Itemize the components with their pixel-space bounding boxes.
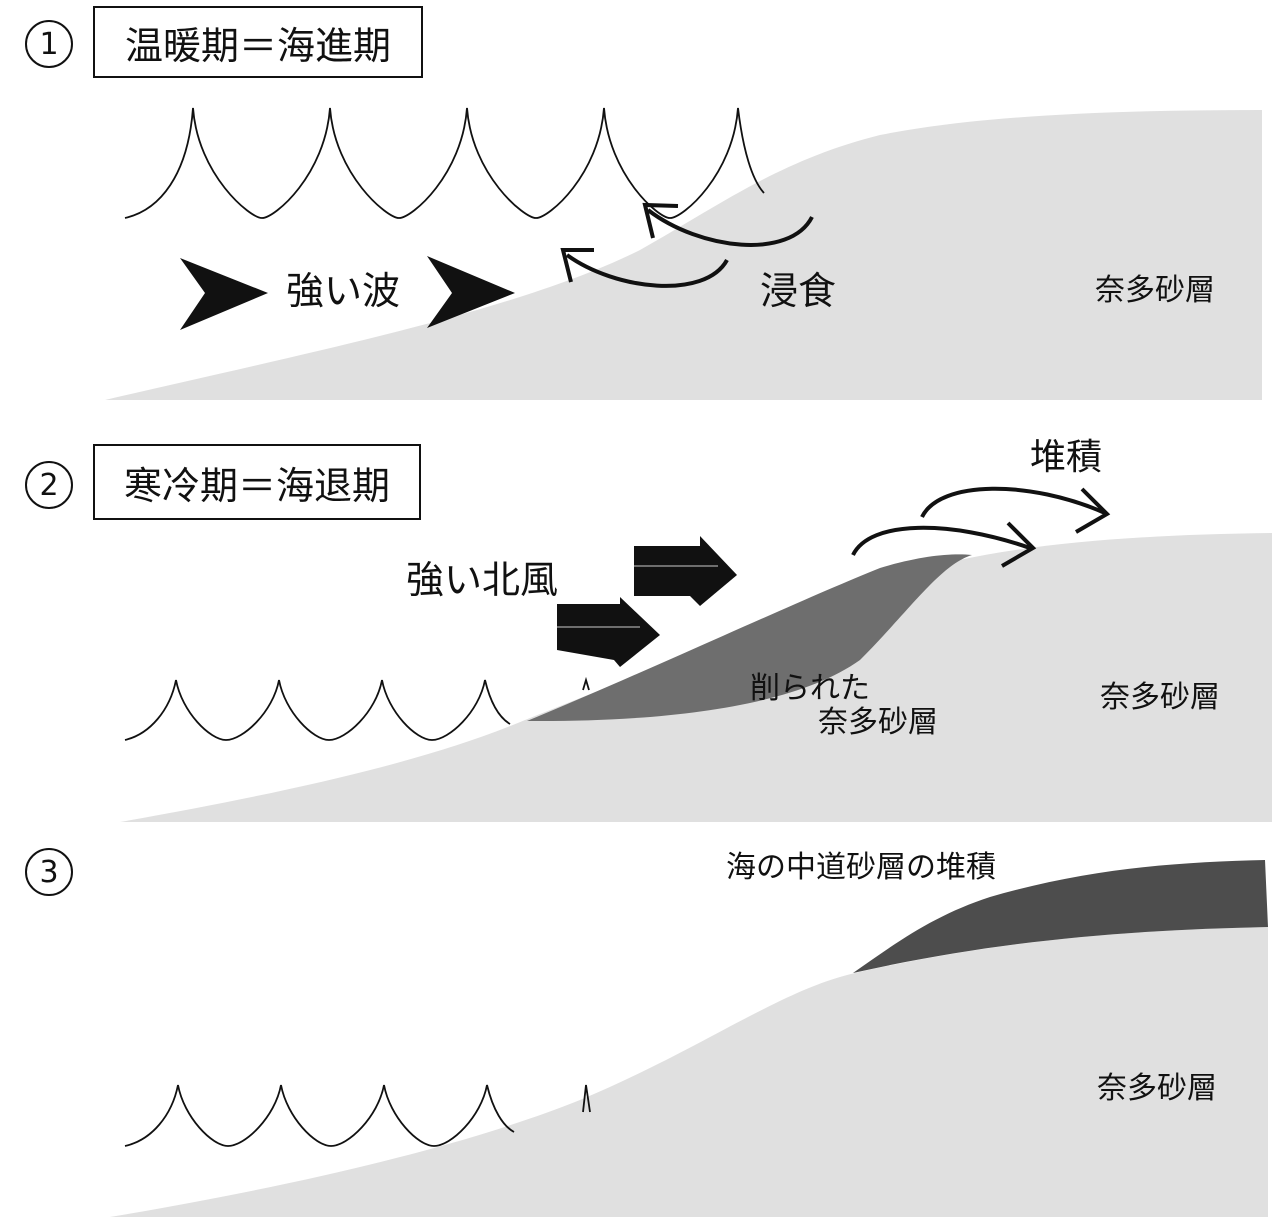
panel-1-wave-arrow-right xyxy=(427,256,515,328)
panel-1-erosion-arrow-lower-head xyxy=(560,248,594,283)
panel-3-graphics xyxy=(110,860,1268,1217)
panel-2-deposition-arrow-lower xyxy=(851,525,1031,556)
panel-2-deposition-arrow-lower-head xyxy=(1000,521,1037,568)
panel-2-wind-arrow-upper xyxy=(634,536,737,606)
panel-2-eroded-label-line2: 奈多砂層 xyxy=(818,705,938,740)
panel-1-wave-label: 強い波 xyxy=(286,269,401,313)
panel-1-erosion-arrow-lower xyxy=(565,253,729,288)
panel-3-deposit-label: 海の中道砂層の堆積 xyxy=(726,850,996,885)
panel-2-number: 2 xyxy=(25,461,73,509)
panel-3-waves xyxy=(124,1084,591,1147)
panel-1-graphics xyxy=(105,107,1262,400)
panel-2-deposition-label: 堆積 xyxy=(1030,437,1103,478)
panel-2-wind-label: 強い北風 xyxy=(406,558,559,602)
panel-2-wind-arrow-lower xyxy=(557,597,660,667)
panel-1-ground xyxy=(105,110,1262,400)
panel-2-waves xyxy=(124,676,590,741)
panel-3-number: 3 xyxy=(25,848,73,896)
panel-2-eroded-label-line1: 削られた xyxy=(750,671,870,706)
panel-3-layer-label: 奈多砂層 xyxy=(1097,1071,1217,1106)
panel-1-erosion-label: 浸食 xyxy=(760,269,837,313)
panel-2-graphics xyxy=(120,486,1272,822)
panel-1-layer-label: 奈多砂層 xyxy=(1095,273,1215,308)
panel-2-eroded-layer xyxy=(527,554,972,722)
panel-2-deposition-arrow-upper xyxy=(920,486,1106,518)
panel-1-number: 1 xyxy=(25,20,73,68)
panel-1-erosion-arrow-upper-head xyxy=(642,202,679,239)
panel-1-wave-arrow-left xyxy=(180,258,268,330)
panel-2-deposition-arrow-upper-head xyxy=(1074,487,1111,534)
panel-1-title: 温暖期＝海進期 xyxy=(93,6,423,78)
panel-2-title: 寒冷期＝海退期 xyxy=(93,444,421,520)
panel-3-ground xyxy=(110,927,1268,1217)
panel-3-new-layer xyxy=(853,860,1268,973)
panel-1-erosion-arrow-upper xyxy=(646,208,814,247)
panel-2-layer-label: 奈多砂層 xyxy=(1100,680,1220,715)
panel-1-waves xyxy=(124,107,765,219)
